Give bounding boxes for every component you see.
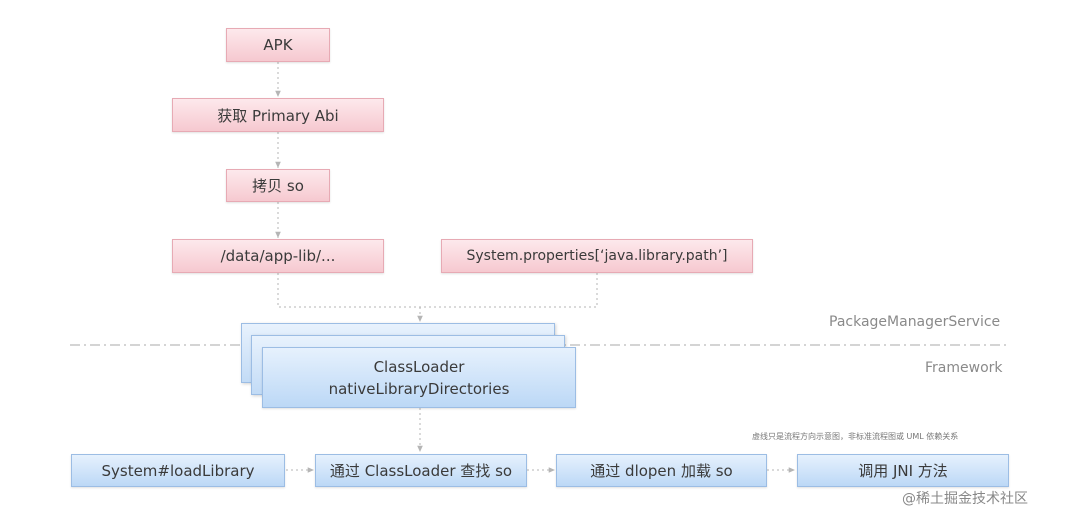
classloader-subtitle: nativeLibraryDirectories: [328, 379, 510, 398]
get-primary-abi-label: 获取 Primary Abi: [217, 106, 339, 125]
system-properties-label: System.properties[‘java.library.path’]: [466, 248, 728, 264]
jni-node: 调用 JNI 方法: [797, 454, 1009, 487]
diagram-note: 虚线只是流程方向示意图，非标准流程图或 UML 依赖关系: [752, 432, 959, 441]
find-so-label: 通过 ClassLoader 查找 so: [329, 462, 513, 480]
data-app-lib-node: /data/app-lib/...: [172, 239, 384, 273]
classloader-title: ClassLoader: [373, 357, 465, 376]
load-library-label: System#loadLibrary: [101, 461, 255, 480]
data-app-lib-label: /data/app-lib/...: [220, 247, 336, 265]
load-library-node: System#loadLibrary: [71, 454, 285, 487]
connector-data-to-merge: [277, 273, 598, 308]
apk-node: APK: [226, 28, 330, 62]
layer-label-framework: Framework: [925, 360, 1003, 376]
copy-so-label: 拷贝 so: [252, 177, 304, 195]
find-so-node: 通过 ClassLoader 查找 so: [315, 454, 527, 487]
copy-so-node: 拷贝 so: [226, 169, 330, 202]
dlopen-node: 通过 dlopen 加载 so: [556, 454, 767, 487]
watermark: @稀土掘金技术社区: [902, 491, 1028, 507]
layer-label-pms: PackageManagerService: [829, 314, 1001, 330]
jni-label: 调用 JNI 方法: [858, 462, 948, 480]
get-primary-abi-node: 获取 Primary Abi: [172, 98, 384, 132]
apk-label: APK: [263, 36, 293, 54]
system-properties-node: System.properties[‘java.library.path’]: [441, 239, 753, 273]
dlopen-label: 通过 dlopen 加载 so: [590, 462, 733, 480]
classloader-node: ClassLoader nativeLibraryDirectories: [262, 347, 576, 408]
